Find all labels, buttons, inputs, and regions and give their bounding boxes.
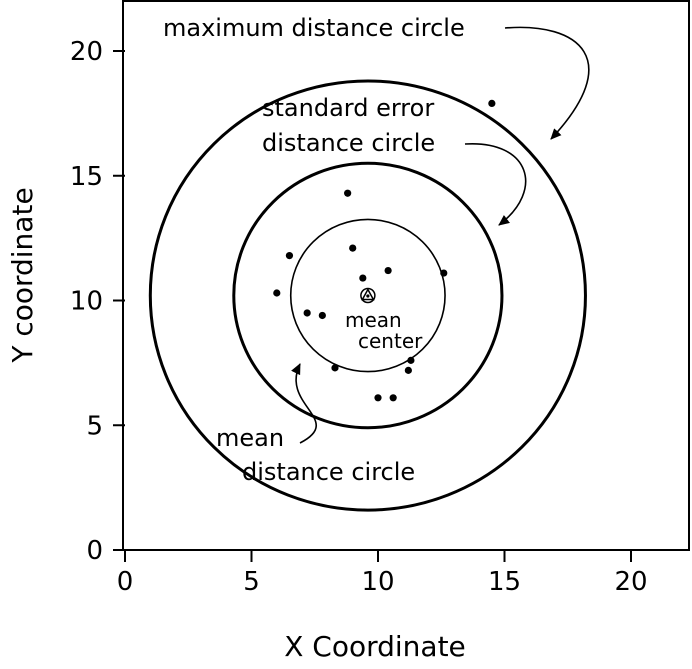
data-point (374, 394, 382, 402)
y-tick-label: 10 (70, 287, 103, 317)
x-tick-label: 5 (243, 567, 260, 597)
annotation-mean-center-line1: mean (345, 308, 402, 332)
annotation-mean-circle-line1: mean (216, 424, 284, 452)
annotation-se-circle-line2: distance circle (262, 129, 435, 157)
data-point (318, 311, 326, 320)
data-point (344, 189, 352, 197)
data-point (407, 356, 415, 364)
arrow-max-circle (504, 26, 590, 140)
y-axis-title: Y coordinate (6, 187, 39, 363)
mean-distance-circle (289, 218, 446, 373)
data-point (303, 309, 311, 317)
y-tick-label: 5 (86, 411, 103, 441)
data-point (404, 366, 412, 374)
annotation-max-circle: maximum distance circle (163, 14, 465, 42)
data-point (349, 244, 357, 252)
data-point (331, 364, 339, 372)
maximum-distance-circle (148, 79, 587, 512)
x-tick-label: 15 (488, 567, 521, 597)
x-tick-label: 10 (361, 567, 394, 597)
data-point (273, 289, 281, 297)
points-layer (273, 99, 496, 402)
data-point (389, 394, 397, 402)
mean-center-marker (360, 287, 376, 304)
data-point (440, 269, 448, 277)
ticks-layer: 0 5 10 15 20 0 5 10 15 20 (70, 37, 648, 597)
x-tick-label: 0 (117, 567, 134, 597)
y-tick-label: 15 (70, 162, 103, 192)
standard-error-distance-circle (232, 161, 504, 430)
y-tick-label: 0 (86, 536, 103, 566)
arrow-mean-circle (291, 363, 317, 444)
arrow-se-circle (464, 143, 527, 226)
annotation-mean-circle-line2: distance circle (242, 458, 415, 486)
data-point (488, 99, 496, 107)
plot-frame (122, 0, 690, 551)
annotation-se-circle-line1: standard error (262, 94, 434, 122)
x-tick-label: 20 (614, 567, 647, 597)
data-point (384, 266, 392, 275)
annotation-mean-center-line2: center (358, 329, 423, 353)
x-axis-title: X Coordinate (284, 630, 466, 663)
data-point (285, 251, 294, 260)
circles-layer (148, 79, 587, 512)
y-tick-label: 20 (70, 37, 103, 67)
data-point (359, 274, 367, 282)
